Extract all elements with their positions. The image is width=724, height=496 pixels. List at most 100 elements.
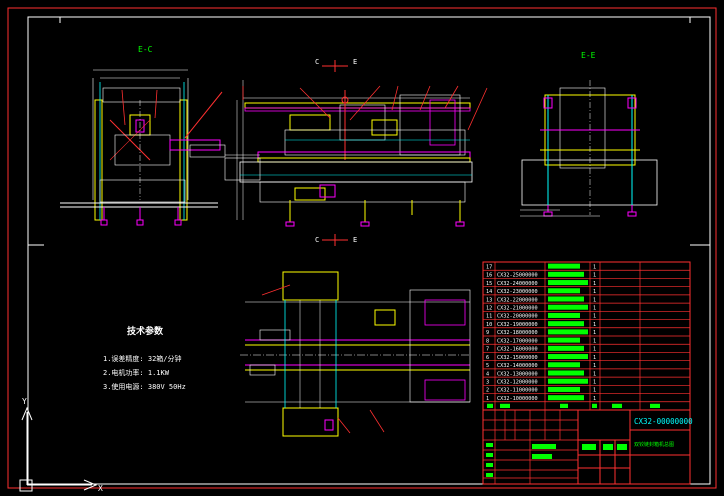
bom-no: 17 xyxy=(486,264,492,270)
tech-line-2: 2.电机功率: 1.1KW xyxy=(103,368,170,377)
section-marks-top: C E C E xyxy=(315,58,357,246)
bom-header-cell xyxy=(592,403,597,408)
bom-no: 5 xyxy=(486,363,489,369)
bom-no: 3 xyxy=(486,380,489,386)
bom-name-cell xyxy=(548,288,580,294)
bom-code: CX32-19000000 xyxy=(497,322,538,328)
bom-header-cell xyxy=(612,403,622,408)
tech-title: 技术参数 xyxy=(127,325,164,337)
bom-row: 2 CX32-11000000 1 xyxy=(486,386,596,394)
drawing-number: CX32-00000000 xyxy=(634,417,693,426)
bom-row: 6 CX32-15000000 1 xyxy=(486,354,596,361)
bom-qty: 1 xyxy=(593,388,596,394)
section-e-top: E xyxy=(353,58,357,66)
bom-qty: 1 xyxy=(593,330,596,336)
bom-name-cell xyxy=(548,370,584,376)
bom-name-cell xyxy=(548,354,588,360)
ec-view-label: E-C xyxy=(138,45,153,54)
bom-row: 15 CX32-24000000 1 xyxy=(486,280,596,287)
bom-name-cell xyxy=(548,395,584,401)
bom-row: 9 CX32-18000000 1 xyxy=(486,329,596,336)
drawing-border xyxy=(27,16,711,485)
sheet-outer-frame xyxy=(7,7,717,489)
bom-no: 14 xyxy=(486,289,492,295)
bom-header-cell xyxy=(487,403,493,408)
bom-row: 17 1 xyxy=(486,263,596,270)
bom-qty: 1 xyxy=(593,297,596,303)
bom-no: 13 xyxy=(486,297,492,303)
bom-code: CX32-24000000 xyxy=(497,281,538,287)
bom-no: 8 xyxy=(486,338,489,344)
bom-name-cell xyxy=(548,321,584,327)
bom-no: 7 xyxy=(486,347,489,353)
bom-code: CX32-12000000 xyxy=(497,380,538,386)
bom-qty: 1 xyxy=(593,371,596,377)
bom-code: CX32-18000000 xyxy=(497,330,538,336)
bom-no: 4 xyxy=(486,371,489,377)
bom-code: CX32-10000000 xyxy=(497,396,538,402)
bom-no: 2 xyxy=(486,388,489,394)
bom-name-cell xyxy=(548,329,588,335)
bom-qty: 1 xyxy=(593,281,596,287)
bom-header-cell xyxy=(500,403,510,408)
bom-qty: 1 xyxy=(593,289,596,295)
view-ec: E-C xyxy=(60,45,226,226)
bom-name-cell xyxy=(548,362,580,368)
bom-name-cell xyxy=(548,386,580,392)
bom-row: 14 CX32-23000000 1 xyxy=(486,288,596,295)
bom-row: 3 CX32-12000000 1 xyxy=(486,378,596,386)
bom-code: CX32-22000000 xyxy=(497,297,538,303)
bom-no: 12 xyxy=(486,306,492,312)
bom-qty: 1 xyxy=(593,396,596,402)
bom-qty: 1 xyxy=(593,273,596,279)
bom-no: 6 xyxy=(486,355,489,361)
bom-name-cell xyxy=(548,304,588,310)
bom-code: CX32-20000000 xyxy=(497,314,538,320)
bom-qty: 1 xyxy=(593,355,596,361)
bom-header-cell xyxy=(560,403,568,408)
bom-code: CX32-21000000 xyxy=(497,306,538,312)
bom-qty: 1 xyxy=(593,306,596,312)
bom-no: 16 xyxy=(486,273,492,279)
bom-name-cell xyxy=(548,337,580,343)
bom-name-cell xyxy=(548,271,584,277)
bom-code: CX32-15000000 xyxy=(497,355,538,361)
bom-header-cell xyxy=(650,403,660,408)
bom-name-cell xyxy=(548,378,588,384)
bom-code: CX32-13000000 xyxy=(497,371,538,377)
tech-line-1: 1.误差精度: 32箱/分钟 xyxy=(103,354,182,363)
view-front xyxy=(224,80,488,227)
ee-view-label: E-E xyxy=(581,51,596,60)
corner-markers xyxy=(28,17,710,246)
bom-row: 1 CX32-10000000 1 xyxy=(486,395,596,402)
bom-code: CX32-11000000 xyxy=(497,388,538,394)
bom-qty: 1 xyxy=(593,264,596,270)
drawing-name: 双铰链封箱机总图 xyxy=(634,441,674,448)
bom-row: 12 CX32-21000000 1 xyxy=(486,304,596,312)
bom-no: 15 xyxy=(486,281,492,287)
bom-qty: 1 xyxy=(593,338,596,344)
bom-no: 10 xyxy=(486,322,492,328)
bom-no: 11 xyxy=(486,314,492,320)
bom-code: CX32-16000000 xyxy=(497,347,538,353)
bom-no: 1 xyxy=(486,396,489,402)
bom-qty: 1 xyxy=(593,380,596,386)
axis-x-label: X xyxy=(98,484,103,493)
bom-row: 10 CX32-19000000 1 xyxy=(486,321,596,328)
bom-code: CX32-23000000 xyxy=(497,289,538,295)
view-plan xyxy=(240,271,471,437)
bom-qty: 1 xyxy=(593,363,596,369)
bom-code: CX32-25000000 xyxy=(497,273,538,279)
tech-params: 技术参数 1.误差精度: 32箱/分钟 2.电机功率: 1.1KW 3.使用电源… xyxy=(103,325,186,391)
bom-no: 9 xyxy=(486,330,489,336)
view-ee: E-E xyxy=(520,51,658,217)
bom-row: 4 CX32-13000000 1 xyxy=(486,370,596,377)
bom-qty: 1 xyxy=(593,322,596,328)
